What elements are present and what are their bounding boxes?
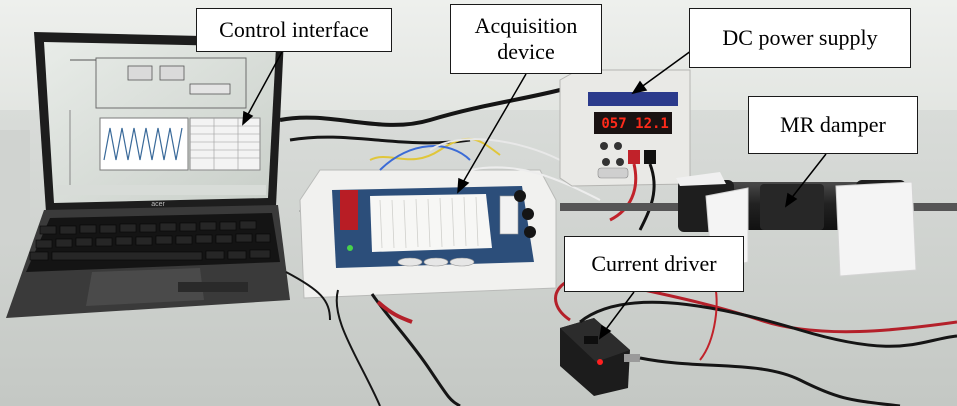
damper-rod-left bbox=[560, 203, 680, 211]
black-cable bbox=[279, 88, 561, 127]
label-acquisition-device: Acquisition device bbox=[450, 4, 602, 74]
foam-support-right bbox=[835, 181, 917, 277]
knob bbox=[524, 226, 536, 238]
red-cable bbox=[554, 276, 957, 334]
driver-connector bbox=[624, 354, 640, 362]
laptop-keys bbox=[29, 220, 271, 261]
psu-display bbox=[594, 112, 672, 134]
laptop-touchpad bbox=[86, 268, 204, 306]
laptop-brand-logo: acer bbox=[151, 201, 165, 208]
label-current-driver: Current driver bbox=[564, 236, 744, 292]
screen-waveform bbox=[103, 127, 183, 161]
probe-cable bbox=[370, 293, 461, 406]
screen-table bbox=[189, 117, 261, 171]
knob bbox=[522, 208, 534, 220]
label-mr-damper: MR damper bbox=[748, 96, 918, 154]
dc-power-supply: 057 12.1 bbox=[559, 69, 691, 187]
driver-power-led bbox=[597, 359, 603, 365]
side-panel bbox=[0, 130, 30, 240]
current-driver bbox=[560, 318, 640, 396]
laptop-sticker bbox=[178, 282, 248, 292]
psu-label-strip bbox=[588, 92, 678, 106]
screen-block-diagram bbox=[95, 57, 247, 109]
laptop: acer bbox=[6, 32, 290, 318]
damper-rod-right bbox=[900, 203, 957, 211]
breadboard bbox=[370, 194, 492, 252]
status-led bbox=[347, 245, 353, 251]
knob bbox=[514, 190, 526, 202]
label-dc-power-supply: DC power supply bbox=[689, 8, 911, 68]
psu-black-terminal bbox=[644, 150, 656, 164]
acquisition-device bbox=[299, 137, 601, 299]
psu-readout-right: 12.1 bbox=[635, 116, 669, 132]
label-control-interface: Control interface bbox=[196, 8, 392, 52]
screen-taskbar bbox=[56, 185, 266, 195]
callout-arrows bbox=[242, 39, 827, 340]
red-probe-clip bbox=[376, 300, 413, 324]
psu-readout-left: 057 bbox=[601, 116, 626, 132]
psu-red-terminal bbox=[628, 150, 640, 164]
black-cable bbox=[639, 356, 901, 406]
red-terminal-block bbox=[340, 190, 358, 230]
